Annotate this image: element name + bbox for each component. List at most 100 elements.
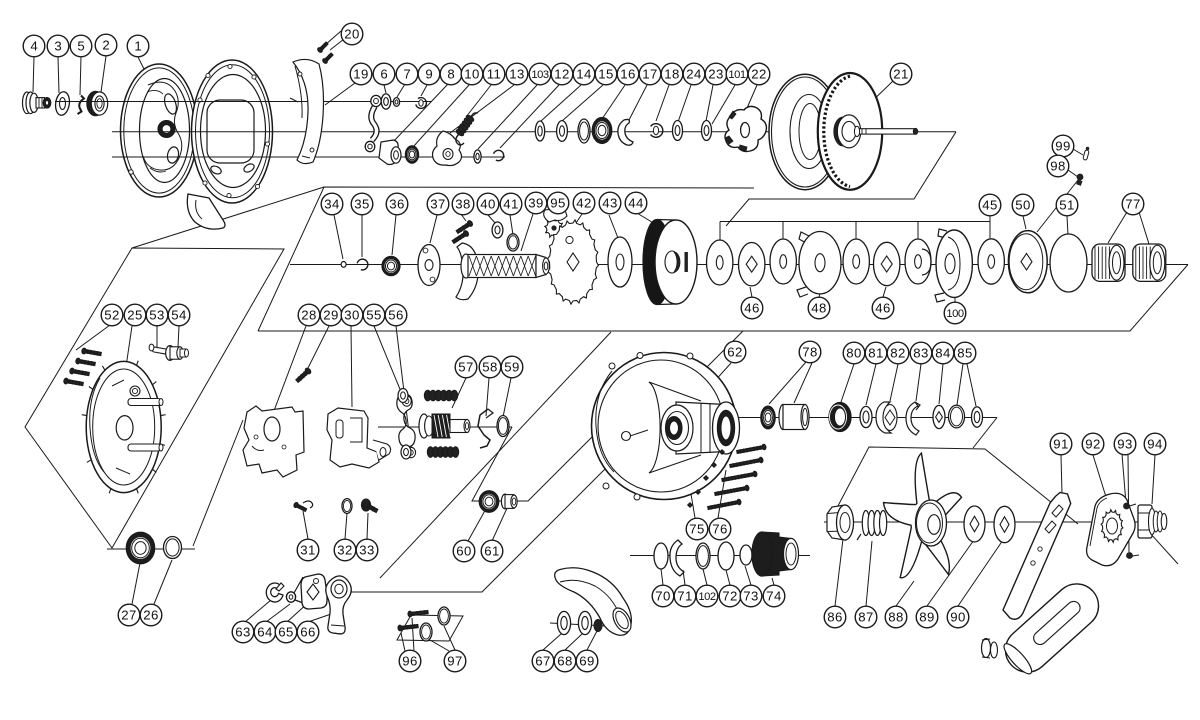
svg-text:26: 26: [143, 608, 158, 623]
svg-text:2: 2: [102, 38, 109, 53]
svg-text:80: 80: [846, 346, 861, 361]
svg-text:89: 89: [919, 610, 934, 625]
svg-text:52: 52: [104, 308, 119, 323]
svg-text:56: 56: [388, 308, 403, 323]
svg-text:54: 54: [171, 308, 186, 323]
svg-text:100: 100: [946, 308, 963, 320]
svg-text:24: 24: [686, 67, 701, 82]
svg-text:66: 66: [300, 625, 315, 640]
svg-text:46: 46: [875, 301, 890, 316]
svg-text:3: 3: [54, 39, 61, 54]
svg-text:50: 50: [1015, 198, 1030, 213]
svg-text:9: 9: [425, 67, 432, 82]
svg-text:92: 92: [1085, 437, 1100, 452]
svg-text:94: 94: [1147, 437, 1162, 452]
svg-text:65: 65: [278, 625, 293, 640]
svg-text:5: 5: [77, 39, 84, 54]
svg-text:21: 21: [893, 67, 908, 82]
svg-text:4: 4: [30, 39, 37, 54]
svg-text:22: 22: [751, 67, 766, 82]
svg-text:103: 103: [531, 69, 548, 81]
svg-text:101: 101: [728, 69, 745, 81]
svg-text:37: 37: [430, 197, 445, 212]
svg-text:8: 8: [447, 67, 454, 82]
svg-text:12: 12: [554, 67, 569, 82]
svg-text:28: 28: [301, 308, 316, 323]
svg-text:60: 60: [456, 544, 471, 559]
svg-text:16: 16: [620, 67, 635, 82]
svg-text:81: 81: [868, 346, 883, 361]
svg-text:61: 61: [484, 544, 499, 559]
svg-text:31: 31: [300, 543, 315, 558]
svg-text:36: 36: [389, 197, 404, 212]
svg-text:11: 11: [487, 67, 502, 82]
svg-text:19: 19: [353, 67, 368, 82]
svg-text:77: 77: [1125, 197, 1140, 212]
svg-text:59: 59: [504, 360, 519, 375]
svg-text:51: 51: [1059, 198, 1074, 213]
svg-text:57: 57: [458, 360, 473, 375]
svg-text:95: 95: [550, 196, 565, 211]
svg-text:97: 97: [447, 654, 462, 669]
svg-text:69: 69: [579, 654, 594, 669]
svg-text:34: 34: [324, 197, 339, 212]
svg-text:91: 91: [1053, 437, 1068, 452]
svg-text:96: 96: [402, 654, 417, 669]
svg-text:45: 45: [982, 198, 997, 213]
svg-text:70: 70: [655, 589, 670, 604]
svg-text:98: 98: [1050, 159, 1065, 174]
svg-text:7: 7: [403, 67, 410, 82]
svg-text:20: 20: [344, 27, 359, 42]
svg-text:67: 67: [535, 654, 550, 669]
svg-text:17: 17: [642, 67, 657, 82]
svg-text:13: 13: [509, 67, 524, 82]
svg-text:53: 53: [149, 308, 164, 323]
svg-text:25: 25: [127, 308, 142, 323]
svg-text:43: 43: [602, 196, 617, 211]
svg-text:14: 14: [576, 67, 591, 82]
svg-text:75: 75: [689, 522, 704, 537]
svg-text:84: 84: [935, 346, 950, 361]
svg-text:39: 39: [528, 196, 543, 211]
svg-text:15: 15: [598, 67, 613, 82]
svg-text:23: 23: [708, 67, 723, 82]
svg-text:41: 41: [503, 197, 518, 212]
svg-text:40: 40: [480, 197, 495, 212]
svg-text:86: 86: [827, 610, 842, 625]
svg-text:27: 27: [121, 608, 136, 623]
svg-text:90: 90: [950, 610, 965, 625]
svg-text:87: 87: [858, 610, 873, 625]
svg-text:99: 99: [1055, 139, 1070, 154]
svg-text:58: 58: [482, 360, 497, 375]
svg-text:29: 29: [323, 308, 338, 323]
svg-text:38: 38: [455, 197, 470, 212]
svg-text:83: 83: [913, 346, 928, 361]
svg-text:64: 64: [257, 625, 272, 640]
svg-text:44: 44: [628, 196, 643, 211]
svg-text:85: 85: [957, 346, 972, 361]
svg-text:42: 42: [576, 196, 591, 211]
svg-text:18: 18: [664, 67, 679, 82]
svg-text:48: 48: [811, 301, 826, 316]
svg-text:62: 62: [727, 345, 742, 360]
svg-text:74: 74: [766, 589, 781, 604]
svg-text:63: 63: [235, 625, 250, 640]
svg-text:55: 55: [366, 308, 381, 323]
svg-text:35: 35: [354, 197, 369, 212]
svg-text:30: 30: [344, 308, 359, 323]
svg-text:93: 93: [1117, 437, 1132, 452]
svg-text:82: 82: [890, 346, 905, 361]
svg-text:88: 88: [888, 610, 903, 625]
svg-text:76: 76: [712, 522, 727, 537]
svg-text:73: 73: [743, 589, 758, 604]
svg-text:78: 78: [802, 345, 817, 360]
svg-text:71: 71: [677, 589, 692, 604]
svg-text:46: 46: [744, 301, 759, 316]
svg-text:1: 1: [134, 39, 141, 54]
svg-text:33: 33: [359, 543, 374, 558]
svg-text:6: 6: [380, 67, 387, 82]
svg-text:68: 68: [557, 654, 572, 669]
svg-text:32: 32: [337, 543, 352, 558]
svg-text:102: 102: [698, 591, 715, 603]
svg-text:10: 10: [464, 67, 479, 82]
